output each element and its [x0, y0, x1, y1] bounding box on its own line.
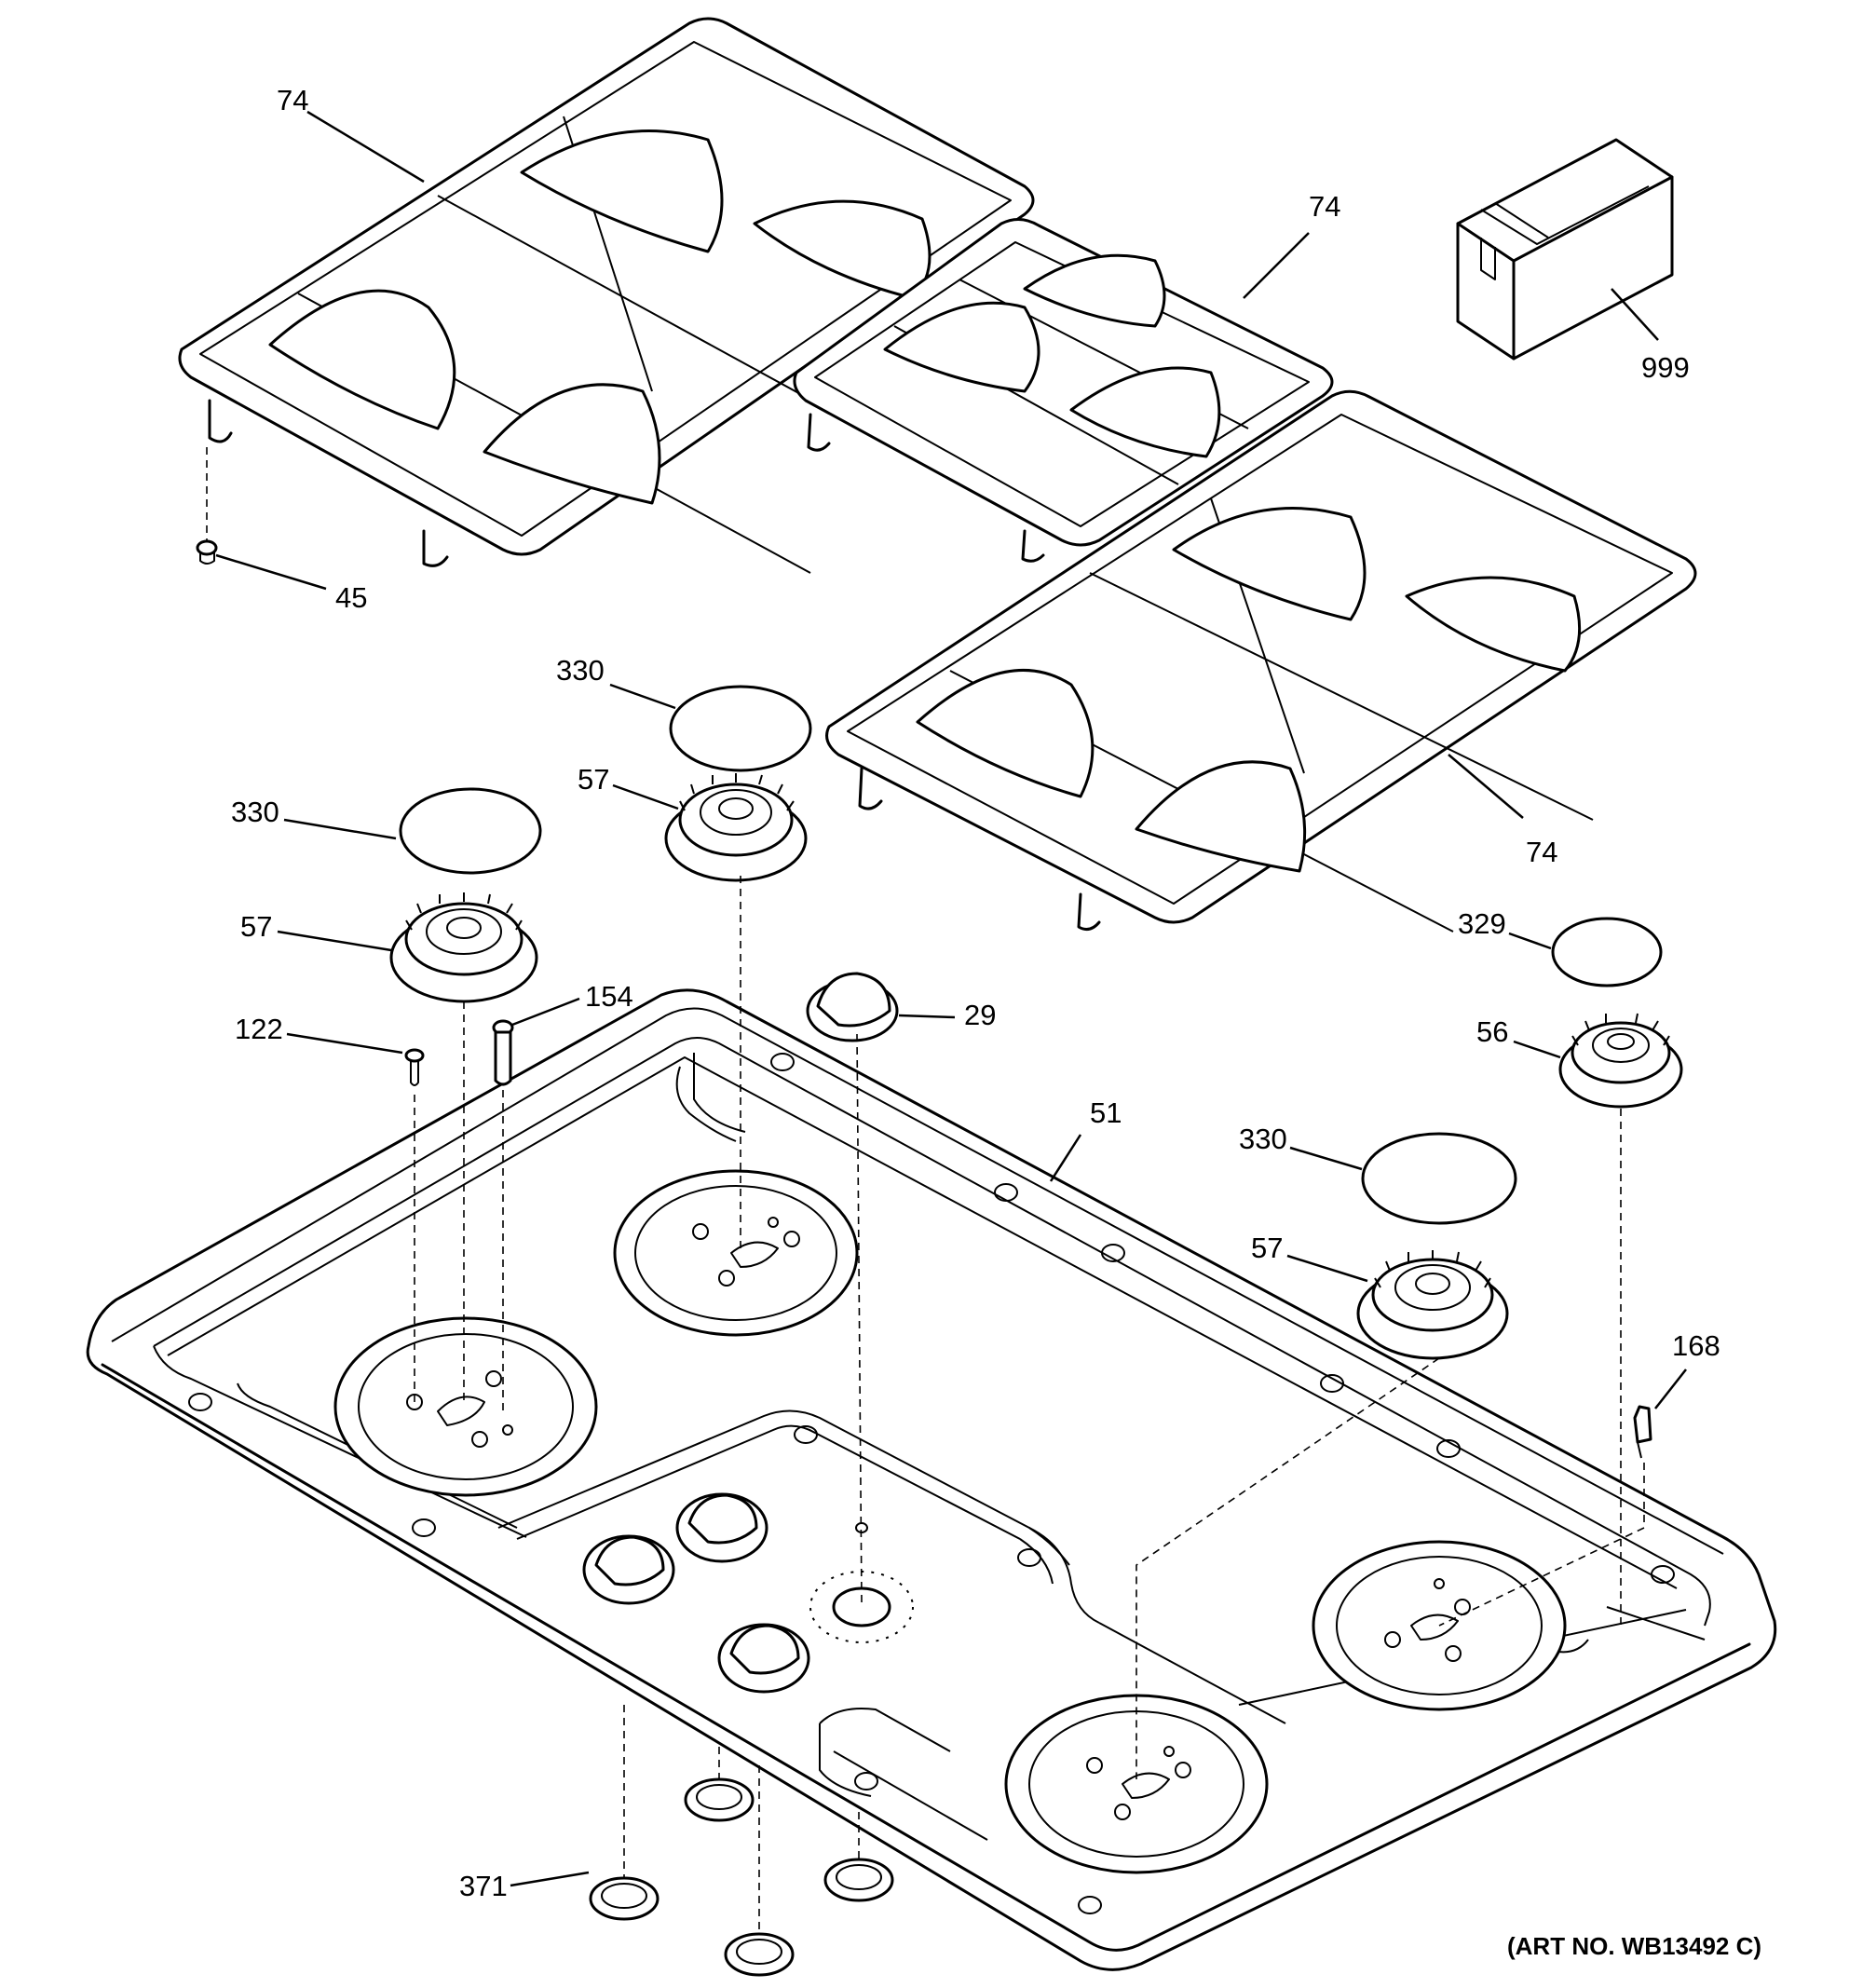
callout-label: 371: [459, 1870, 508, 1902]
callout-screw: 122: [235, 1013, 403, 1055]
callout-knob: 29: [898, 999, 996, 1031]
electrode-right-part: [1633, 1405, 1652, 1459]
burner-head-center: [664, 773, 808, 882]
callout-head-small: 56: [1476, 1015, 1561, 1059]
callout-cooktop: 51: [1049, 1096, 1122, 1182]
burner-head-small: [1558, 1013, 1683, 1109]
callout-electrode-right: 168: [1654, 1329, 1720, 1409]
grate-left-part: [178, 17, 1035, 574]
callout-cap-left: 330: [231, 796, 397, 840]
callout-label: 74: [277, 84, 308, 116]
burner-head-right: [1356, 1250, 1509, 1360]
callout-label: 330: [231, 796, 279, 828]
grate-right-part: [825, 389, 1697, 933]
cooktop-main-top: [86, 988, 1777, 1971]
burner-cap-center: [669, 685, 812, 772]
callout-grate-right: 74: [1448, 754, 1557, 868]
screw-part: [404, 1048, 425, 1086]
callout-label: 329: [1458, 907, 1506, 940]
callout-electrode-left: 154: [511, 980, 633, 1027]
package-box-part: [1456, 138, 1674, 361]
callout-head-right: 57: [1251, 1232, 1368, 1283]
knob-part: [806, 972, 899, 1042]
grommet-parts: [589, 1777, 894, 1977]
callout-label: 45: [335, 581, 367, 614]
burner-cap-right: [1361, 1132, 1517, 1225]
callout-label: 57: [578, 763, 609, 796]
callout-label: 154: [585, 980, 633, 1013]
callout-cap-right: 330: [1239, 1123, 1363, 1171]
assembly-center-lines: [206, 447, 1645, 1933]
callout-label: 122: [235, 1013, 283, 1045]
grate-foot-part: [196, 539, 218, 565]
callout-label: 74: [1309, 190, 1340, 223]
burner-cap-left: [399, 787, 542, 875]
callout-grate-middle: 74: [1243, 190, 1340, 299]
callout-grate-left: 74: [277, 84, 425, 184]
callout-label: 57: [1251, 1232, 1283, 1264]
callout-label: 29: [964, 999, 996, 1031]
callout-package: 999: [1611, 288, 1690, 384]
callout-head-left: 57: [240, 910, 392, 952]
callout-label: 51: [1090, 1096, 1122, 1129]
electrode-left-part: [492, 1019, 514, 1086]
callout-grommet: 371: [459, 1870, 590, 1902]
callout-label: 168: [1672, 1329, 1720, 1362]
burner-cap-small: [1551, 917, 1663, 987]
callout-cap-center: 330: [556, 654, 676, 710]
callout-cap-small: 329: [1458, 907, 1552, 950]
callout-head-center: 57: [578, 763, 679, 810]
callout-label: 74: [1526, 836, 1557, 868]
art-number: (ART NO. WB13492 C): [1507, 1932, 1761, 1960]
callout-label: 56: [1476, 1015, 1508, 1048]
callout-label: 57: [240, 910, 272, 943]
callout-label: 330: [1239, 1123, 1287, 1155]
callout-label: 999: [1641, 351, 1690, 384]
callout-grate-foot: 45: [215, 553, 367, 614]
burner-head-left: [389, 892, 538, 1003]
grate-middle-part: [793, 218, 1334, 563]
callout-label: 330: [556, 654, 605, 687]
